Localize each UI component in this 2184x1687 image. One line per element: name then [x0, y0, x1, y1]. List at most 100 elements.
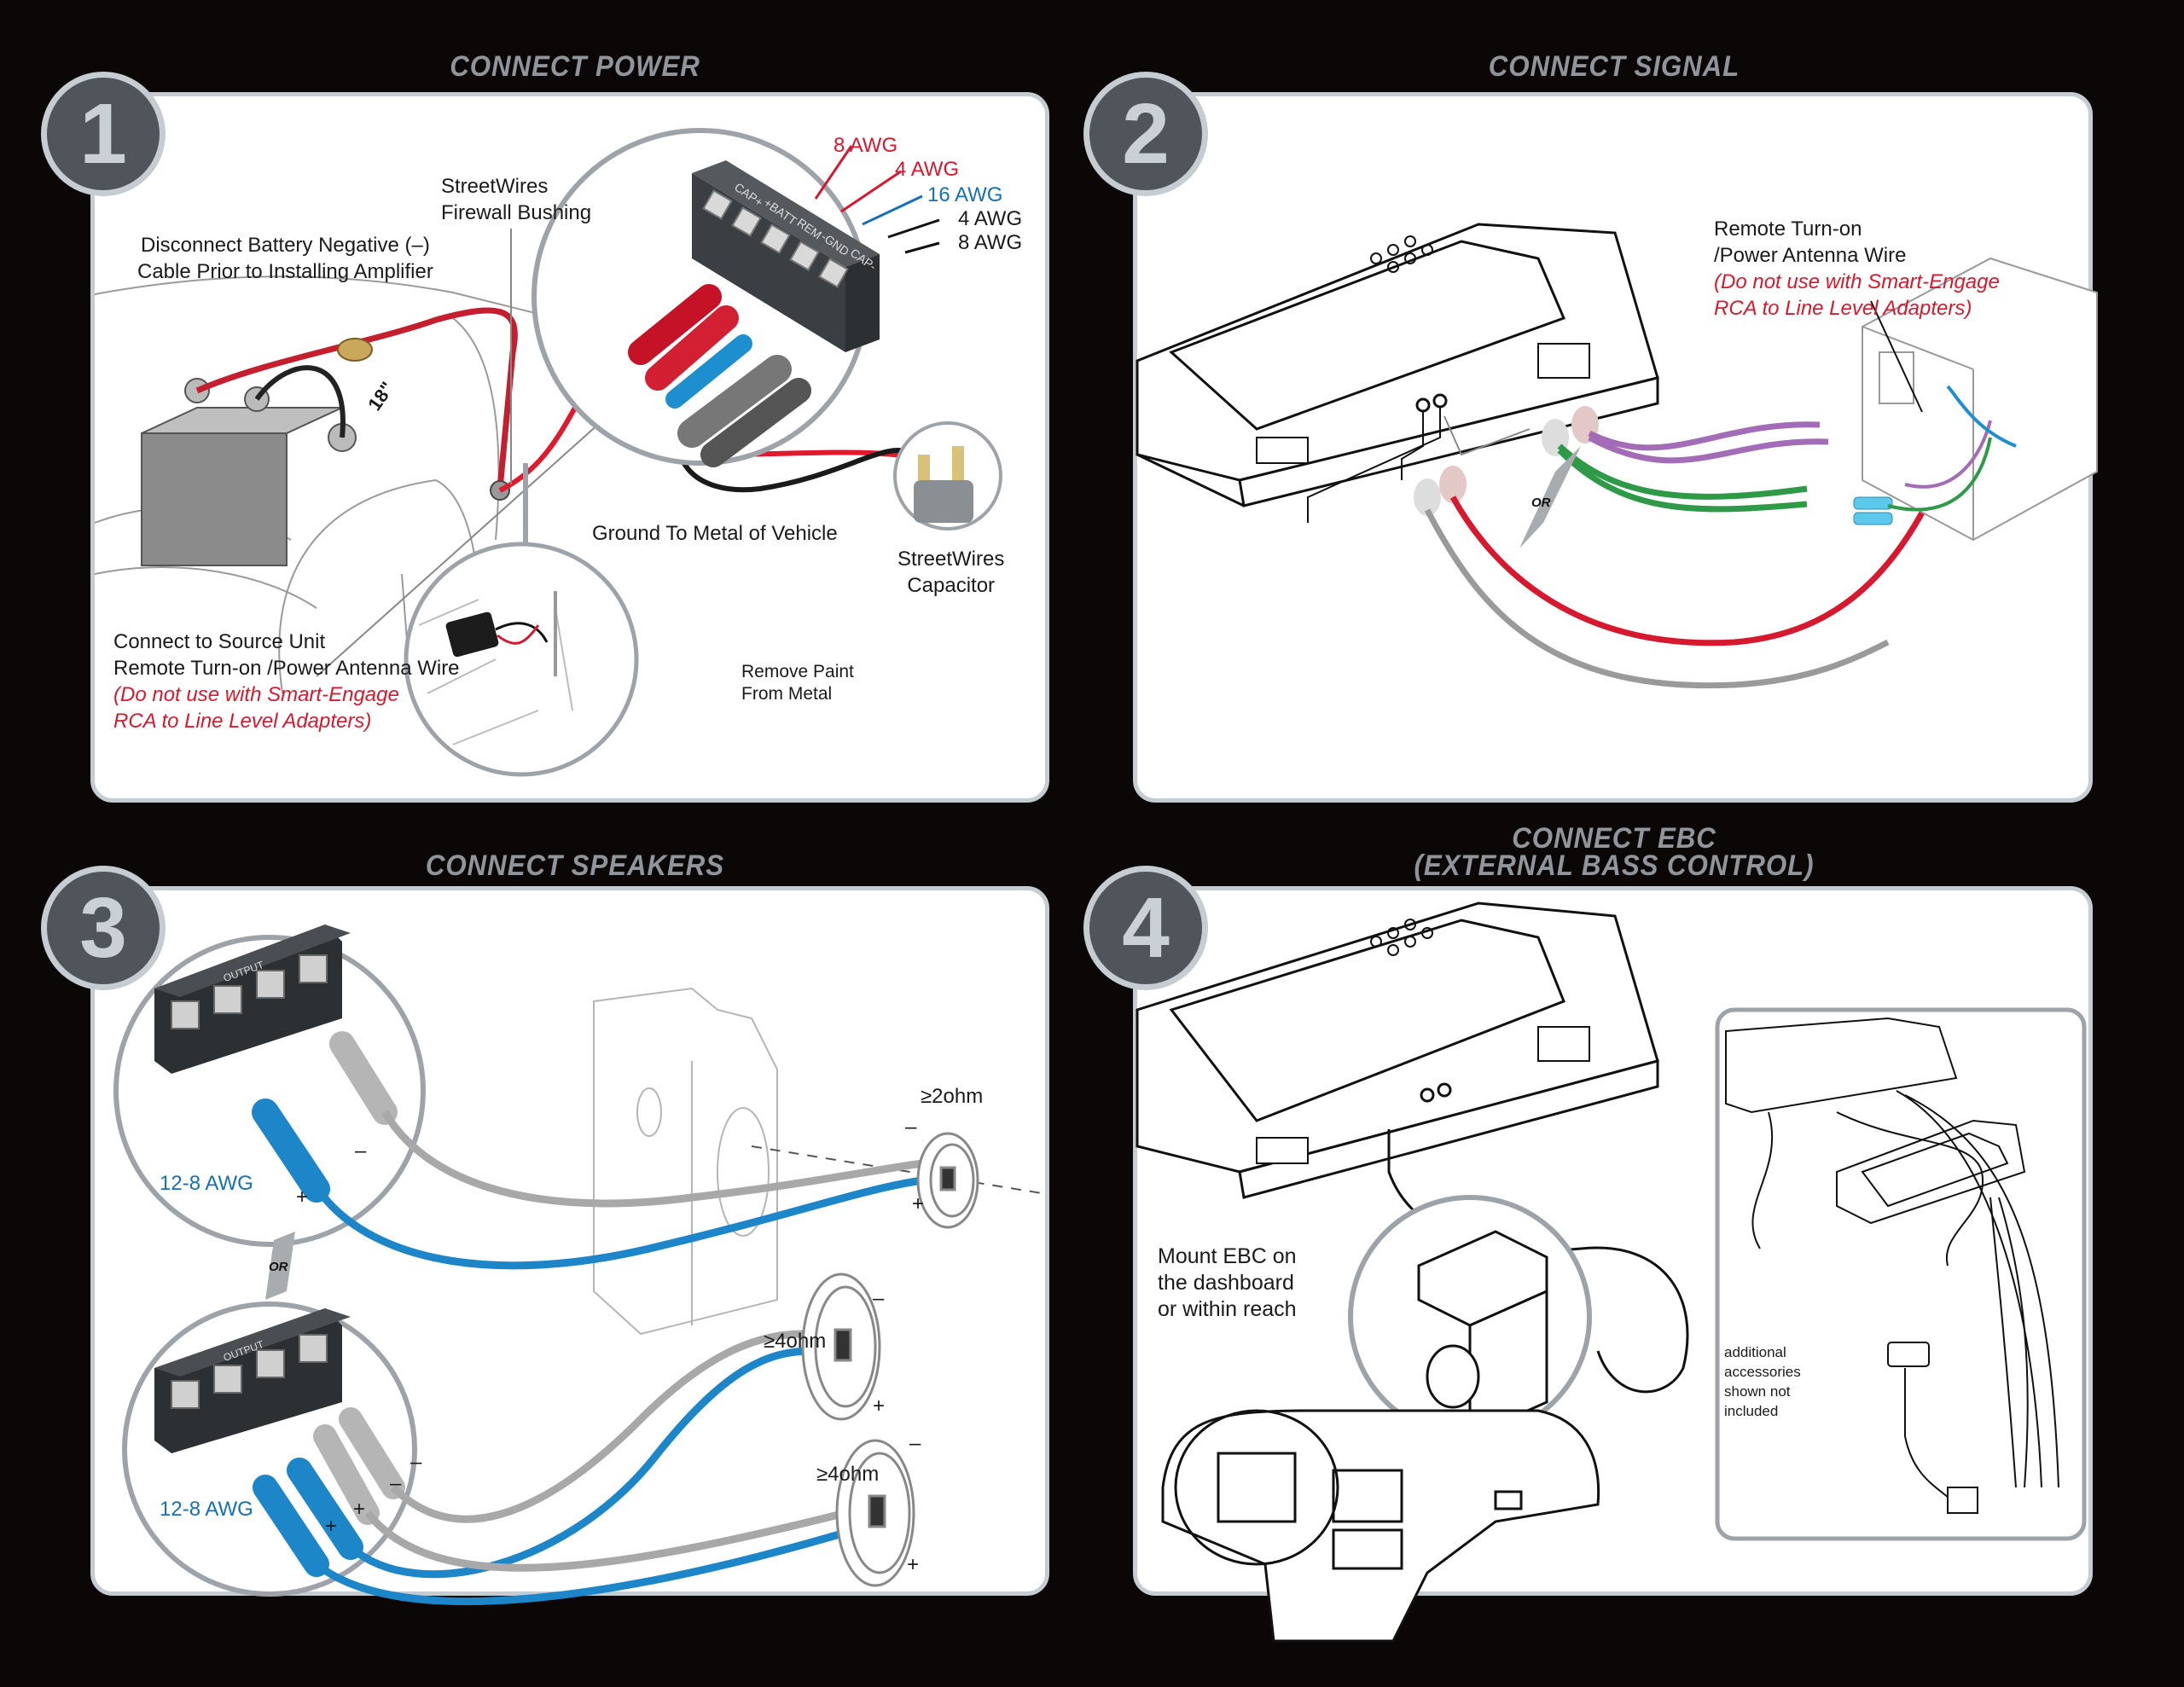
- remove-paint-line2: From Metal: [741, 684, 833, 704]
- minus-sign-single: –: [905, 1116, 917, 1139]
- plus-sign-wire-2: +: [325, 1515, 338, 1538]
- battery-warning-line1: Disconnect Battery Negative (–): [141, 234, 430, 257]
- minus-sign-wire-2: –: [390, 1472, 402, 1495]
- blue-speaker-wire-a: [348, 1347, 812, 1579]
- panel-3-title: CONNECT SPEAKERS: [425, 849, 725, 882]
- remote-wire-line2: /Power Antenna Wire: [1714, 244, 1907, 267]
- accessories-line2: accessories: [1724, 1364, 1801, 1380]
- source-unit-line2: Remote Turn-on /Power Antenna Wire: [113, 657, 460, 680]
- or-arrow: [265, 1232, 295, 1300]
- gray-speaker-wire-b: [364, 1509, 847, 1572]
- remove-paint-label: Remove Paint From Metal: [741, 661, 854, 705]
- minus-sign-wire-1: –: [410, 1451, 422, 1474]
- speaker-icon-a: [801, 1272, 881, 1421]
- mount-ebc-label: Mount EBC on the dashboard or within rea…: [1158, 1244, 1297, 1323]
- green-speaker-wire-1: [1557, 443, 1808, 500]
- minus-sign-top-wire: –: [355, 1139, 367, 1162]
- ohm-label-b: ≥4ohm: [816, 1463, 880, 1486]
- speaker-icon-single: [916, 1132, 979, 1229]
- panel-connect-ebc: 4 Mount EBC on the dashboard or within r…: [1083, 866, 2093, 1643]
- minus-sign-b: –: [909, 1432, 921, 1455]
- remote-warning-line1: (Do not use with Smart-Engage: [1714, 270, 2000, 293]
- plus-sign-wire-1: +: [353, 1498, 366, 1521]
- source-unit-line1: Connect to Source Unit: [113, 630, 326, 653]
- panel-2-title: CONNECT SIGNAL: [1488, 50, 1740, 83]
- gauge-label-bottom: 12-8 AWG: [160, 1498, 253, 1521]
- step-number-badge: 4: [1083, 866, 1208, 990]
- gray-rca-cable: [1424, 508, 1890, 689]
- plus-sign-b: +: [907, 1553, 920, 1576]
- signal-illustration: [1136, 223, 2098, 689]
- bushing-label: StreetWires Firewall Bushing: [441, 173, 591, 226]
- system-overview-inset: [1715, 1007, 2087, 1541]
- power-illustration: [94, 128, 1002, 777]
- minus-sign-a: –: [873, 1287, 885, 1310]
- gray-speaker-wire-a: [390, 1330, 804, 1523]
- panel-connect-speakers: 3 OUTPUT OUTPUT 12-8 AWG 12-8 AWG OR ≥2o…: [41, 866, 1049, 1606]
- remote-wire-line1: Remote Turn-on: [1714, 217, 1862, 241]
- capacitor-label-line2: Capacitor: [907, 574, 996, 597]
- terminal-zoom-circle-bottom: [122, 1301, 417, 1597]
- accessories-line4: included: [1724, 1403, 1779, 1419]
- capacitor-label: StreetWires Capacitor: [897, 546, 1004, 599]
- accessories-line3: shown not: [1724, 1383, 1791, 1400]
- remove-paint-line1: Remove Paint: [741, 662, 854, 681]
- gauge-label-rem: 16 AWG: [927, 183, 1003, 206]
- purple-speaker-wire-2: [1588, 434, 1829, 464]
- amplifier-icon: [1136, 223, 1659, 507]
- purple-speaker-wire-1: [1588, 421, 1821, 451]
- gauge-label-gnd: 4 AWG: [958, 207, 1023, 230]
- remote-warning-line2: RCA to Line Level Adapters): [1714, 297, 1972, 320]
- head-unit-icon: [1862, 257, 2098, 542]
- ohm-label-a: ≥4ohm: [764, 1330, 827, 1353]
- ground-zoom-circle: [404, 542, 639, 777]
- or-label: OR: [269, 1260, 288, 1274]
- red-rca-cable: [1449, 436, 1960, 646]
- subwoofer-enclosure: [593, 987, 778, 1336]
- speakers-illustration: [113, 925, 1043, 1606]
- battery-warning-line2: Cable Prior to Installing Amplifier: [137, 260, 433, 283]
- plus-sign-a: +: [873, 1394, 886, 1417]
- speaker-icon-b: [835, 1439, 915, 1587]
- panel-connect-power: 1 StreetWires Firewall Bushing Disconnec…: [41, 72, 1049, 803]
- source-warning-line1: (Do not use with Smart-Engage: [113, 683, 399, 706]
- ohm-label-single: ≥2ohm: [921, 1085, 984, 1108]
- bushing-label-line2: Firewall Bushing: [441, 201, 592, 224]
- ground-label: Ground To Metal of Vehicle: [592, 522, 838, 545]
- capacitor-label-line1: StreetWires: [897, 548, 1005, 571]
- mount-ebc-line1: Mount EBC on: [1158, 1244, 1297, 1268]
- gauge-label-cap-plus: 8 AWG: [834, 134, 898, 157]
- source-unit-label: Connect to Source Unit Remote Turn-on /P…: [113, 629, 460, 734]
- battery-power-wire: [195, 307, 518, 490]
- gauge-label-cap-minus: 8 AWG: [958, 231, 1023, 254]
- blue-speaker-wire-single: [317, 1176, 923, 1270]
- battery-icon: [141, 378, 357, 566]
- accessories-line1: additional: [1724, 1344, 1786, 1360]
- accessories-note: additional accessories shown not include…: [1724, 1342, 1801, 1421]
- ground-strap: [254, 365, 346, 438]
- plus-sign-top-wire: +: [296, 1186, 309, 1209]
- step-number-badge: 1: [41, 72, 166, 196]
- gauge-label-top: 12-8 AWG: [160, 1172, 253, 1195]
- or-label: OR: [1531, 496, 1551, 510]
- ebc-zoom-circle: [1348, 1195, 1592, 1439]
- panel-1-title: CONNECT POWER: [450, 50, 700, 83]
- green-speaker-wire-2: [1557, 448, 1808, 513]
- blue-speaker-wire-b: [314, 1526, 856, 1606]
- source-warning-line2: RCA to Line Level Adapters): [113, 710, 372, 733]
- bushing-label-line1: StreetWires: [441, 175, 549, 198]
- step-number-badge: 3: [41, 866, 166, 990]
- step-number-badge: 2: [1083, 72, 1208, 196]
- ebc-illustration: [1136, 901, 2087, 1643]
- mount-ebc-line3: or within reach: [1158, 1297, 1297, 1321]
- rca-plug-pair-left: [1414, 466, 1467, 516]
- panel-4-title-line1: CONNECT EBC: [1512, 822, 1716, 855]
- or-arrow: [1519, 446, 1581, 548]
- capacitor-zoom-circle: [893, 421, 1002, 530]
- dashboard-icon: [1161, 1409, 1600, 1643]
- panel-4-title-line2: (EXTERNAL BASS CONTROL): [1414, 849, 1815, 882]
- terminal-zoom-circle: [531, 128, 880, 467]
- fuse-holder-icon: [337, 338, 373, 362]
- battery-warning-label: Disconnect Battery Negative (–) Cable Pr…: [137, 232, 433, 285]
- gray-speaker-wire-single: [381, 1110, 923, 1208]
